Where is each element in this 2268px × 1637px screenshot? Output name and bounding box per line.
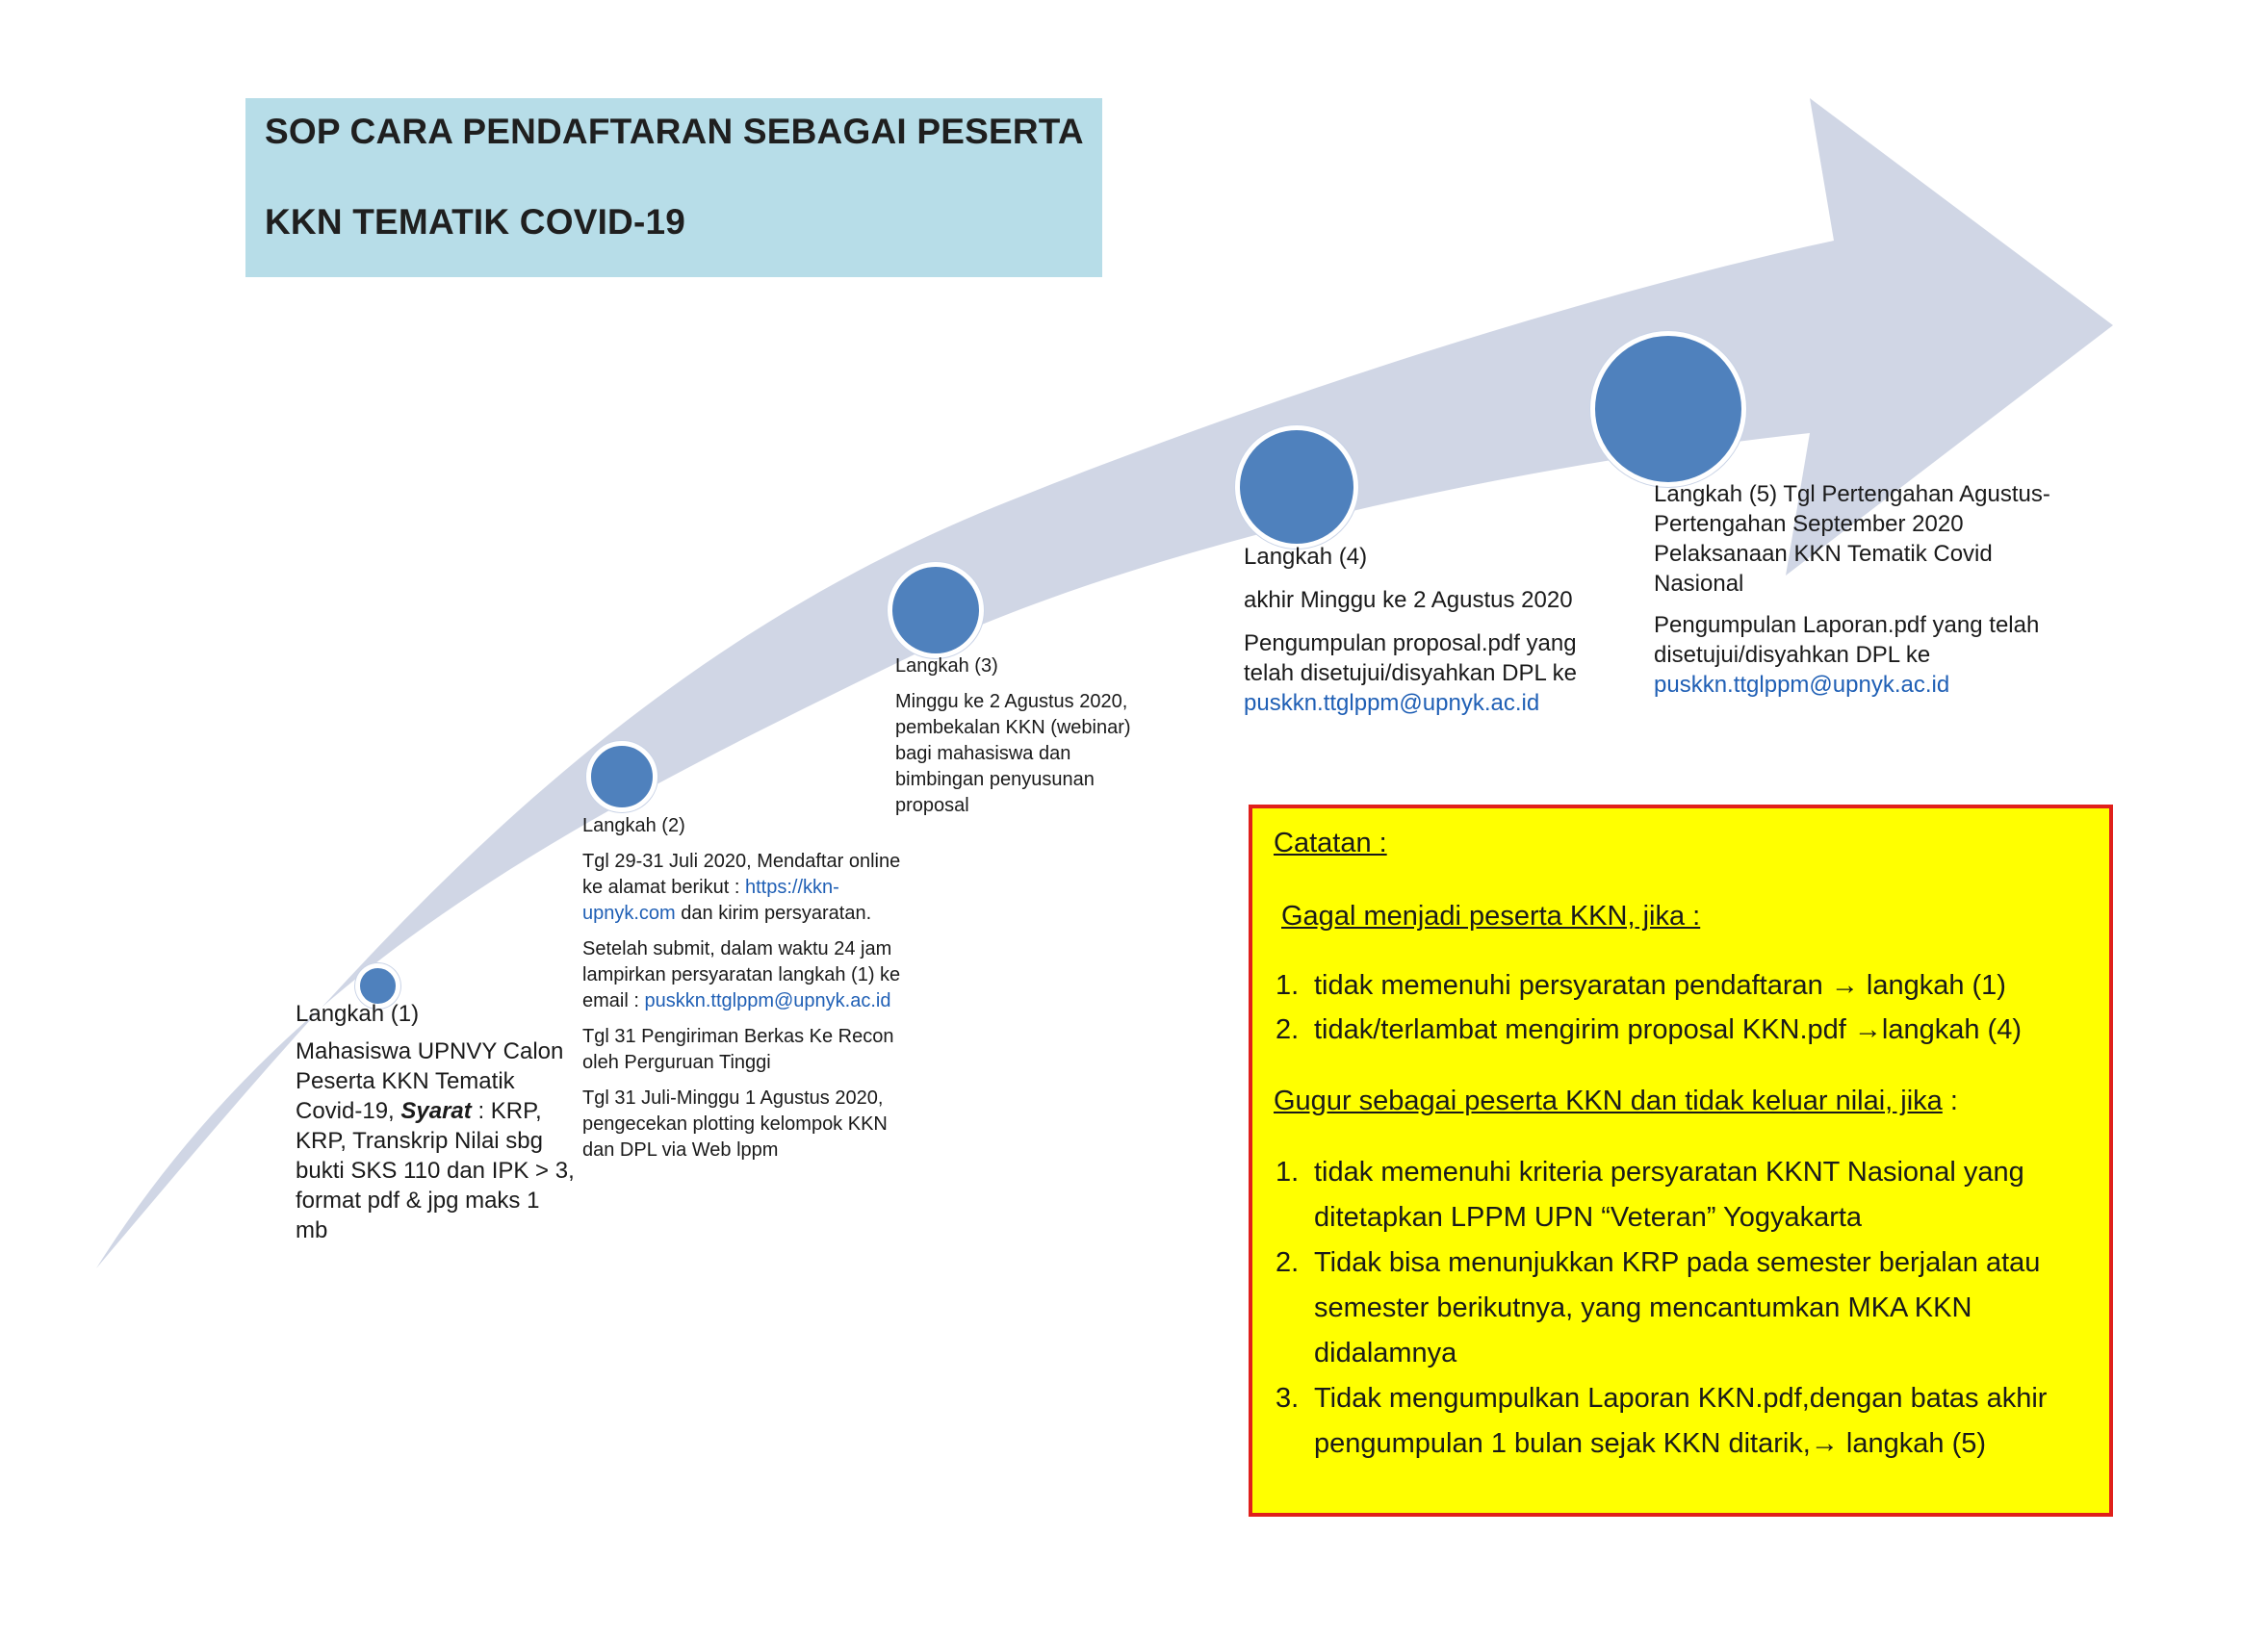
title-box: SOP CARA PENDAFTARAN SEBAGAI PESERTA KKN… — [245, 98, 1102, 277]
step-2-line: ke alamat berikut : https://kkn- — [582, 875, 967, 901]
note-box: Catatan : Gagal menjadi peserta KKN, jik… — [1249, 805, 2113, 1517]
step-5-line: disetujui/disyahkan DPL ke — [1654, 642, 1931, 668]
note-s1-text: tidak memenuhi persyaratan pendaftaran →… — [1314, 970, 2006, 1001]
step-2-line3-post: dan kirim persyaratan. — [675, 903, 872, 924]
step-1-label: Langkah (1) — [296, 1001, 420, 1027]
step-4-label: Langkah (4) — [1244, 544, 1368, 570]
note-section-2-title: Gugur sebagai peserta KKN dan tidak kelu… — [1274, 1086, 1958, 1117]
note-s1-text: tidak/terlambat mengirim proposal KKN.pd… — [1314, 1014, 2022, 1045]
step-4-email-link[interactable]: puskkn.ttglppm@upnyk.ac.id — [1244, 690, 1540, 716]
step-2-email-link[interactable]: puskkn.ttglppm@upnyk.ac.id — [644, 990, 891, 1011]
note-s2-line: semester berikutnya, yang mencantumkan M… — [1314, 1292, 1972, 1323]
note-section-2-title-text: Gugur sebagai peserta KKN dan tidak kelu… — [1274, 1086, 1943, 1116]
note-s2-line: Tidak bisa menunjukkan KRP pada semester… — [1314, 1247, 2041, 1278]
step-3-line: bimbingan penyusunan — [895, 769, 1095, 790]
step-1-line: KRP, Transkrip Nilai sbg — [296, 1128, 543, 1154]
step-3-line: pembekalan KKN (webinar) — [895, 717, 1131, 738]
title-line-1: SOP CARA PENDAFTARAN SEBAGAI PESERTA — [265, 112, 1084, 151]
step-1-line3-pre: Covid-19, — [296, 1098, 401, 1124]
step-5-line: Pelaksanaan KKN Tematik Covid — [1654, 541, 1993, 567]
note-s2-num: 3. — [1276, 1383, 1300, 1414]
step-2-line: Tgl 29-31 Juli 2020, Mendaftar online — [582, 851, 901, 872]
note-s2-line: tidak memenuhi kriteria persyaratan KKNT… — [1314, 1157, 2024, 1188]
step-1-line: mb — [296, 1217, 328, 1243]
step-2-link[interactable]: upnyk.com — [582, 903, 676, 924]
note-s1-num: 1. — [1276, 970, 1300, 1001]
step-3-line: Minggu ke 2 Agustus 2020, — [895, 691, 1128, 712]
note-s2-line: ditetapkan LPPM UPN “Veteran” Yogyakarta — [1314, 1202, 1863, 1233]
step-1-line3-post: : KRP, — [471, 1098, 542, 1124]
step-5-line: Pertengahan September 2020 — [1654, 511, 1964, 537]
step-5-text: Langkah (5) Tgl Pertengahan Agustus- Per… — [1654, 479, 2097, 700]
step-5-email-link[interactable]: puskkn.ttglppm@upnyk.ac.id — [1654, 672, 1950, 698]
note-s1-num: 2. — [1276, 1014, 1300, 1045]
step-1-line: format pdf & jpg maks 1 — [296, 1188, 540, 1214]
step-2-line: email : puskkn.ttglppm@upnyk.ac.id — [582, 988, 967, 1014]
step-4-text: Langkah (4) akhir Minggu ke 2 Agustus 20… — [1244, 542, 1658, 718]
step-2-label: Langkah (2) — [582, 815, 685, 836]
step-1-circle — [355, 963, 400, 1009]
step-4-circle — [1235, 425, 1358, 549]
note-s2-line: didalamnya — [1314, 1338, 1457, 1368]
step-1-line: Covid-19, Syarat : KRP, — [296, 1096, 584, 1126]
step-1-syarat: Syarat — [400, 1098, 472, 1124]
step-2-line: Tgl 31 Pengiriman Berkas Ke Recon — [582, 1026, 894, 1047]
note-s2-num: 1. — [1276, 1157, 1300, 1188]
step-2-line: lampirkan persyaratan langkah (1) ke — [582, 964, 901, 985]
step-5-circle — [1590, 331, 1746, 487]
note-section-2-suffix: : — [1942, 1086, 1958, 1116]
step-2-email-pre: email : — [582, 990, 645, 1011]
step-2-line2-pre: ke alamat berikut : — [582, 877, 745, 898]
step-2-line: Tgl 31 Juli-Minggu 1 Agustus 2020, — [582, 1087, 884, 1109]
title-line-2: KKN TEMATIK COVID-19 — [265, 202, 686, 242]
step-1-line: Peserta KKN Tematik — [296, 1068, 515, 1094]
step-2-line: dan DPL via Web lppm — [582, 1139, 779, 1161]
step-2-link[interactable]: https://kkn- — [744, 877, 839, 898]
step-3-label: Langkah (3) — [895, 655, 998, 677]
note-section-1-title: Gagal menjadi peserta KKN, jika : — [1281, 901, 1701, 932]
note-s2-line: pengumpulan 1 bulan sejak KKN ditarik,→ … — [1314, 1428, 1987, 1459]
step-4-line: Pengumpulan proposal.pdf yang — [1244, 630, 1577, 656]
step-3-line: proposal — [895, 795, 969, 816]
step-2-text: Langkah (2) Tgl 29-31 Juli 2020, Mendaft… — [582, 813, 967, 1164]
note-heading: Catatan : — [1274, 828, 1387, 858]
note-s2-num: 2. — [1276, 1247, 1300, 1278]
step-5-label: Langkah (5) Tgl Pertengahan Agustus- — [1654, 481, 2050, 507]
step-4-date: akhir Minggu ke 2 Agustus 2020 — [1244, 587, 1573, 613]
step-4-line: telah disetujui/disyahkan DPL ke — [1244, 660, 1577, 686]
step-5-line: Nasional — [1654, 571, 1744, 597]
step-2-circle — [586, 741, 657, 812]
step-3-circle — [888, 562, 984, 658]
step-3-text: Langkah (3) Minggu ke 2 Agustus 2020, pe… — [895, 653, 1213, 819]
step-5-line: Pengumpulan Laporan.pdf yang telah — [1654, 612, 2040, 638]
note-s2-line: Tidak mengumpulkan Laporan KKN.pdf,denga… — [1314, 1383, 2048, 1414]
step-3-line: bagi mahasiswa dan — [895, 743, 1071, 764]
step-1-text: Langkah (1) Mahasiswa UPNVY Calon Pesert… — [296, 999, 584, 1245]
step-2-line: pengecekan plotting kelompok KKN — [582, 1113, 888, 1135]
step-1-line: bukti SKS 110 dan IPK > 3, — [296, 1158, 575, 1184]
step-2-line: oleh Perguruan Tinggi — [582, 1052, 771, 1073]
step-2-line: upnyk.com dan kirim persyaratan. — [582, 901, 967, 927]
step-2-line: Setelah submit, dalam waktu 24 jam — [582, 938, 892, 959]
step-1-line: Mahasiswa UPNVY Calon — [296, 1038, 564, 1064]
